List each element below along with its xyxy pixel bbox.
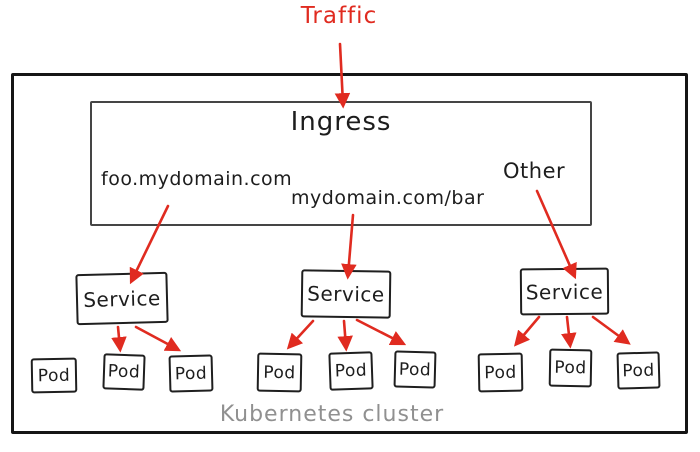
traffic-label: Traffic: [300, 3, 378, 29]
pod-box-1-2: Pod: [102, 353, 146, 391]
pod-box-3-1: Pod: [477, 352, 524, 393]
pod-box-1-1: Pod: [30, 357, 78, 394]
ingress-rule-foo-mydomain: foo.mydomain.com: [101, 168, 293, 190]
pod-box-1-3: Pod: [168, 354, 214, 393]
service-box-2: Service: [300, 269, 392, 319]
pod-box-2-2: Pod: [328, 351, 374, 391]
ingress-title: Ingress: [290, 107, 392, 137]
ingress-rule-mydomain-bar: mydomain.com/bar: [291, 187, 485, 209]
service-box-1: Service: [75, 271, 169, 326]
pod-box-3-2: Pod: [548, 348, 593, 388]
cluster-label: Kubernetes cluster: [219, 402, 445, 427]
pod-box-3-3: Pod: [616, 351, 661, 390]
pod-box-2-3: Pod: [393, 350, 437, 389]
service-box-3: Service: [519, 267, 610, 316]
cluster-boundary-box: [11, 73, 688, 434]
pod-box-2-1: Pod: [256, 352, 303, 393]
ingress-rule-other: Other: [503, 159, 566, 183]
